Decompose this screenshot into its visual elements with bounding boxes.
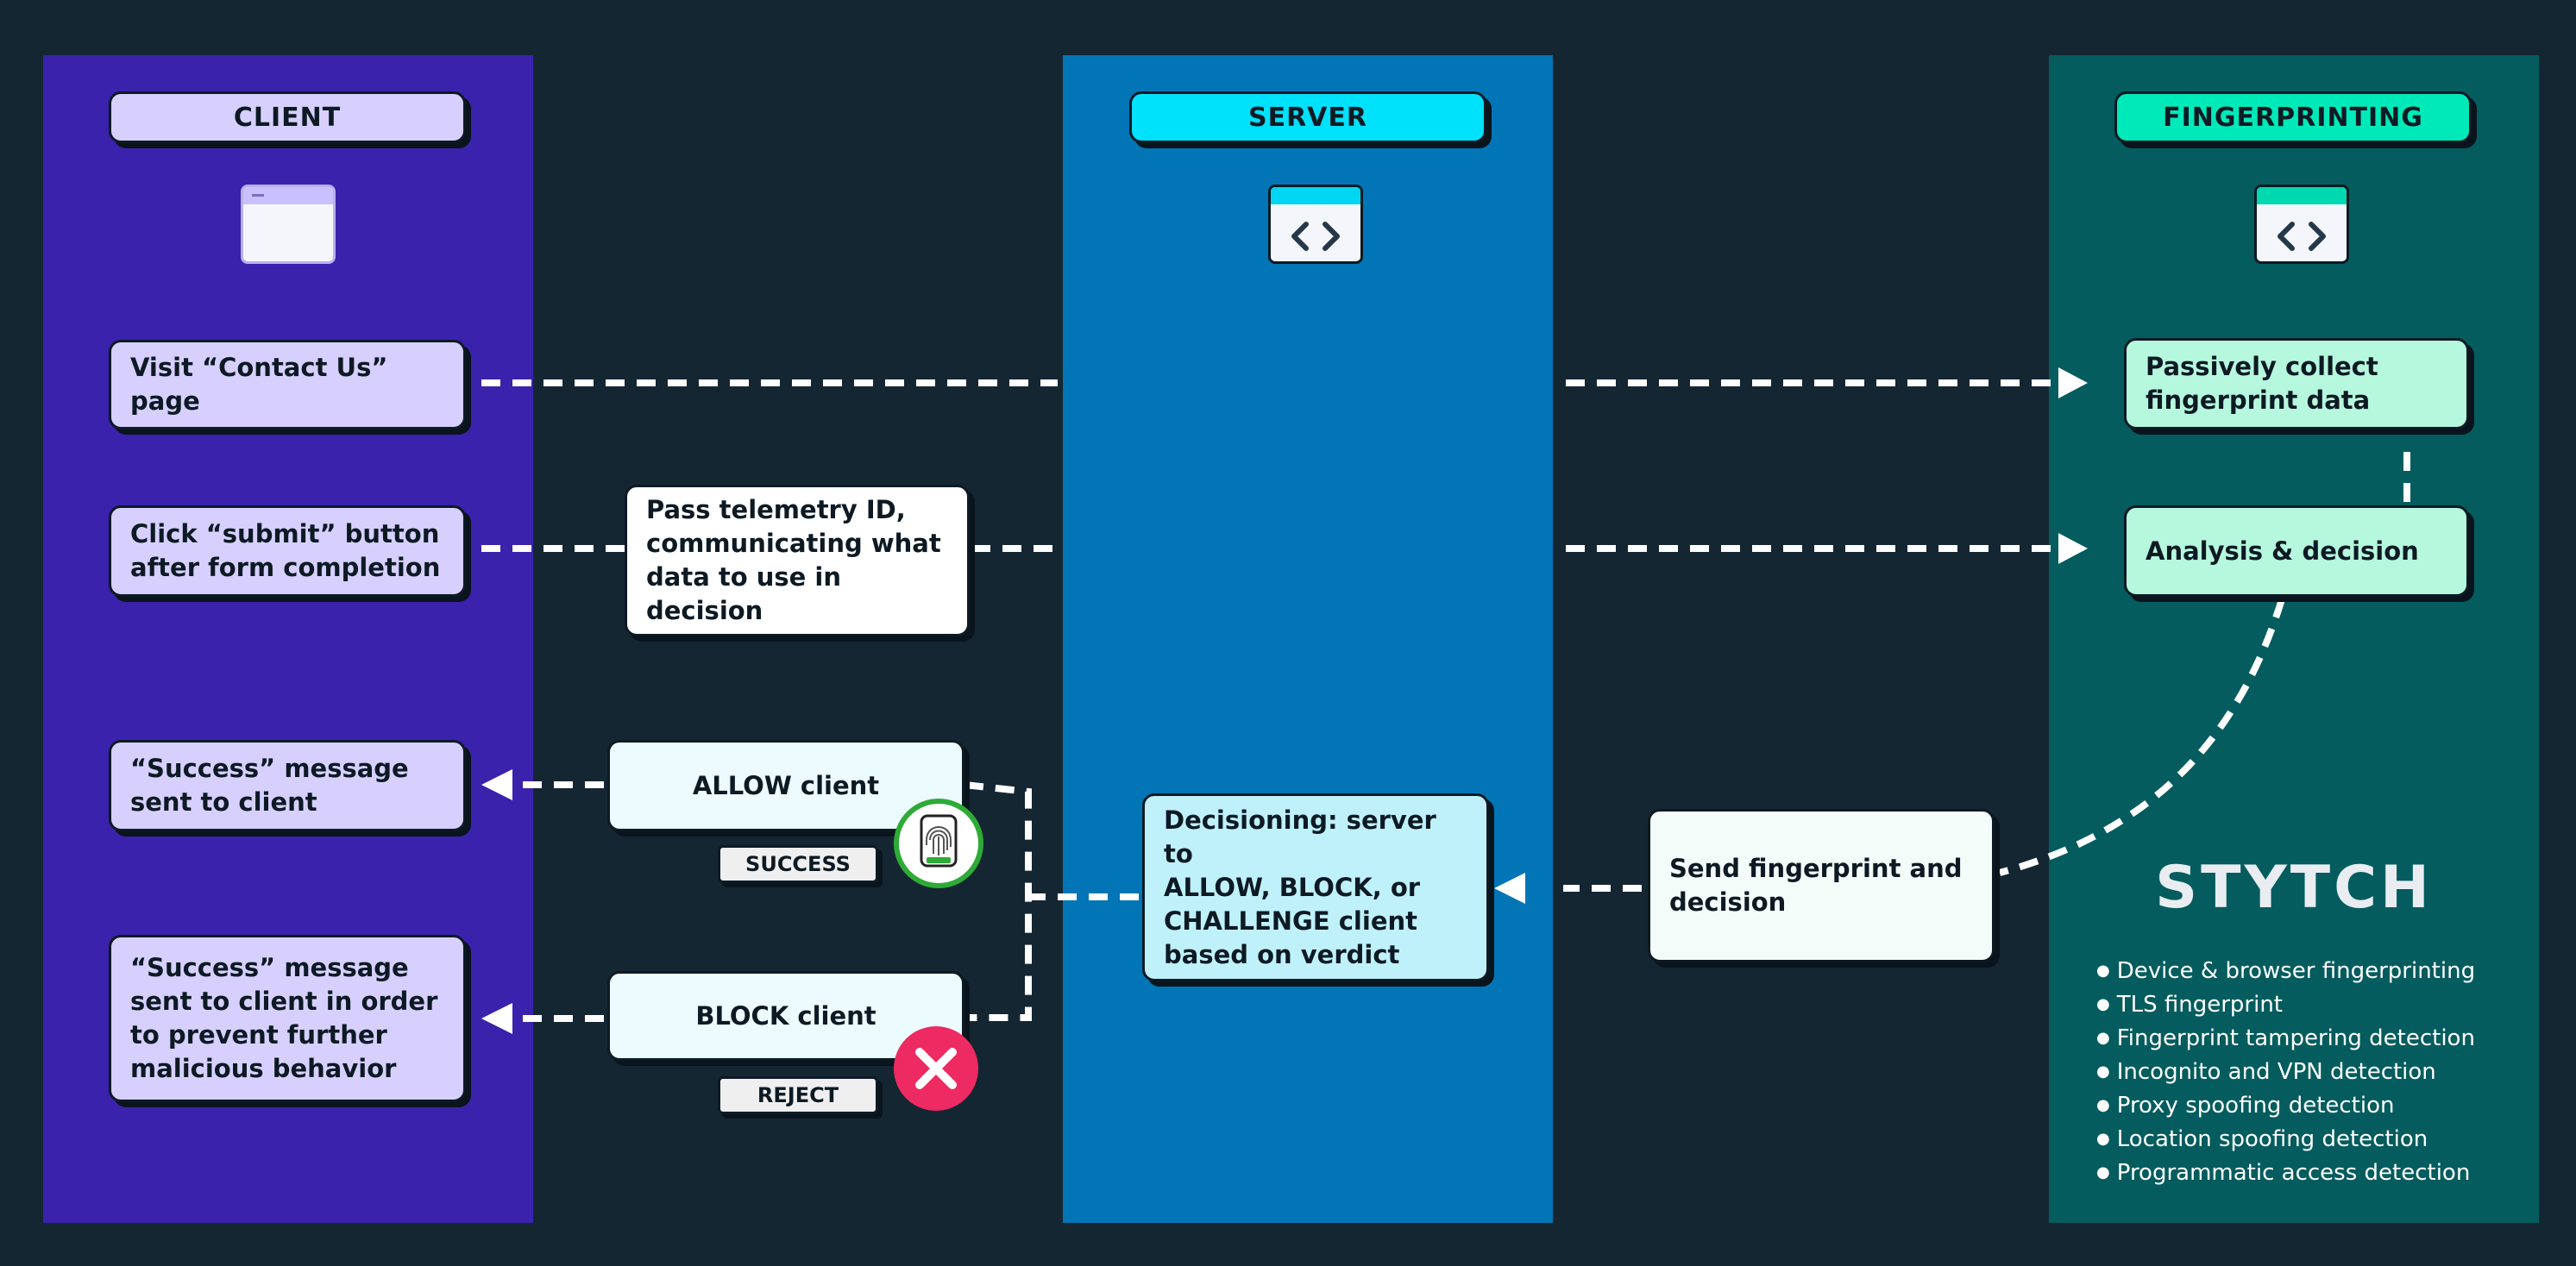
analysis-decision-step: Analysis & decision [2124,505,2469,597]
feature-item: Programmatic access detection [2096,1157,2475,1191]
arrowhead-collect [2058,367,2088,398]
feature-item: Proxy spoofing detection [2096,1090,2475,1124]
arrowhead-decision [1494,873,1525,904]
client-success-step: “Success” message sent to client [109,740,466,831]
code-window-icon [1268,185,1363,264]
x-circle-icon [894,1026,978,1111]
client-visit-step: Visit “Contact Us” page [109,340,466,429]
feature-list: Device & browser fingerprinting TLS fing… [2096,956,2475,1191]
stytch-logo: STYTCH [2155,854,2433,922]
success-tag: SUCCESS [718,845,878,883]
connector-analysis-send [1998,598,2285,876]
arrowhead-success [481,769,512,800]
connector-branch-allow-block [964,781,1032,1021]
server-lane-header: SERVER [1129,91,1486,143]
reject-tag: REJECT [718,1076,878,1114]
feature-item: Incognito and VPN detection [2096,1056,2475,1090]
send-fingerprint-step: Send fingerprint and decision [1648,809,1995,962]
feature-item: Fingerprint tampering detection [2096,1023,2475,1056]
feature-item: TLS fingerprint [2096,989,2475,1023]
client-success-block-step: “Success” message sent to client in orde… [109,935,466,1102]
fingerprint-check-icon [894,799,983,888]
client-submit-step: Click “submit” button after form complet… [109,505,466,597]
code-window-icon [2254,185,2349,264]
feature-item: Device & browser fingerprinting [2096,956,2475,989]
arrowhead-analysis [2058,533,2088,564]
block-client-step: BLOCK client [607,971,964,1061]
feature-item: Location spoofing detection [2096,1124,2475,1157]
collect-fingerprint-step: Passively collect fingerprint data [2124,338,2469,429]
arrowhead-success-block [481,1003,512,1034]
server-decision-step: Decisioning: server to ALLOW, BLOCK, or … [1142,793,1489,981]
telemetry-step: Pass telemetry ID, communicating what da… [625,485,970,636]
client-lane-header: CLIENT [109,91,466,143]
browser-window-icon [241,185,336,264]
fingerprinting-lane-header: FINGERPRINTING [2114,91,2472,143]
